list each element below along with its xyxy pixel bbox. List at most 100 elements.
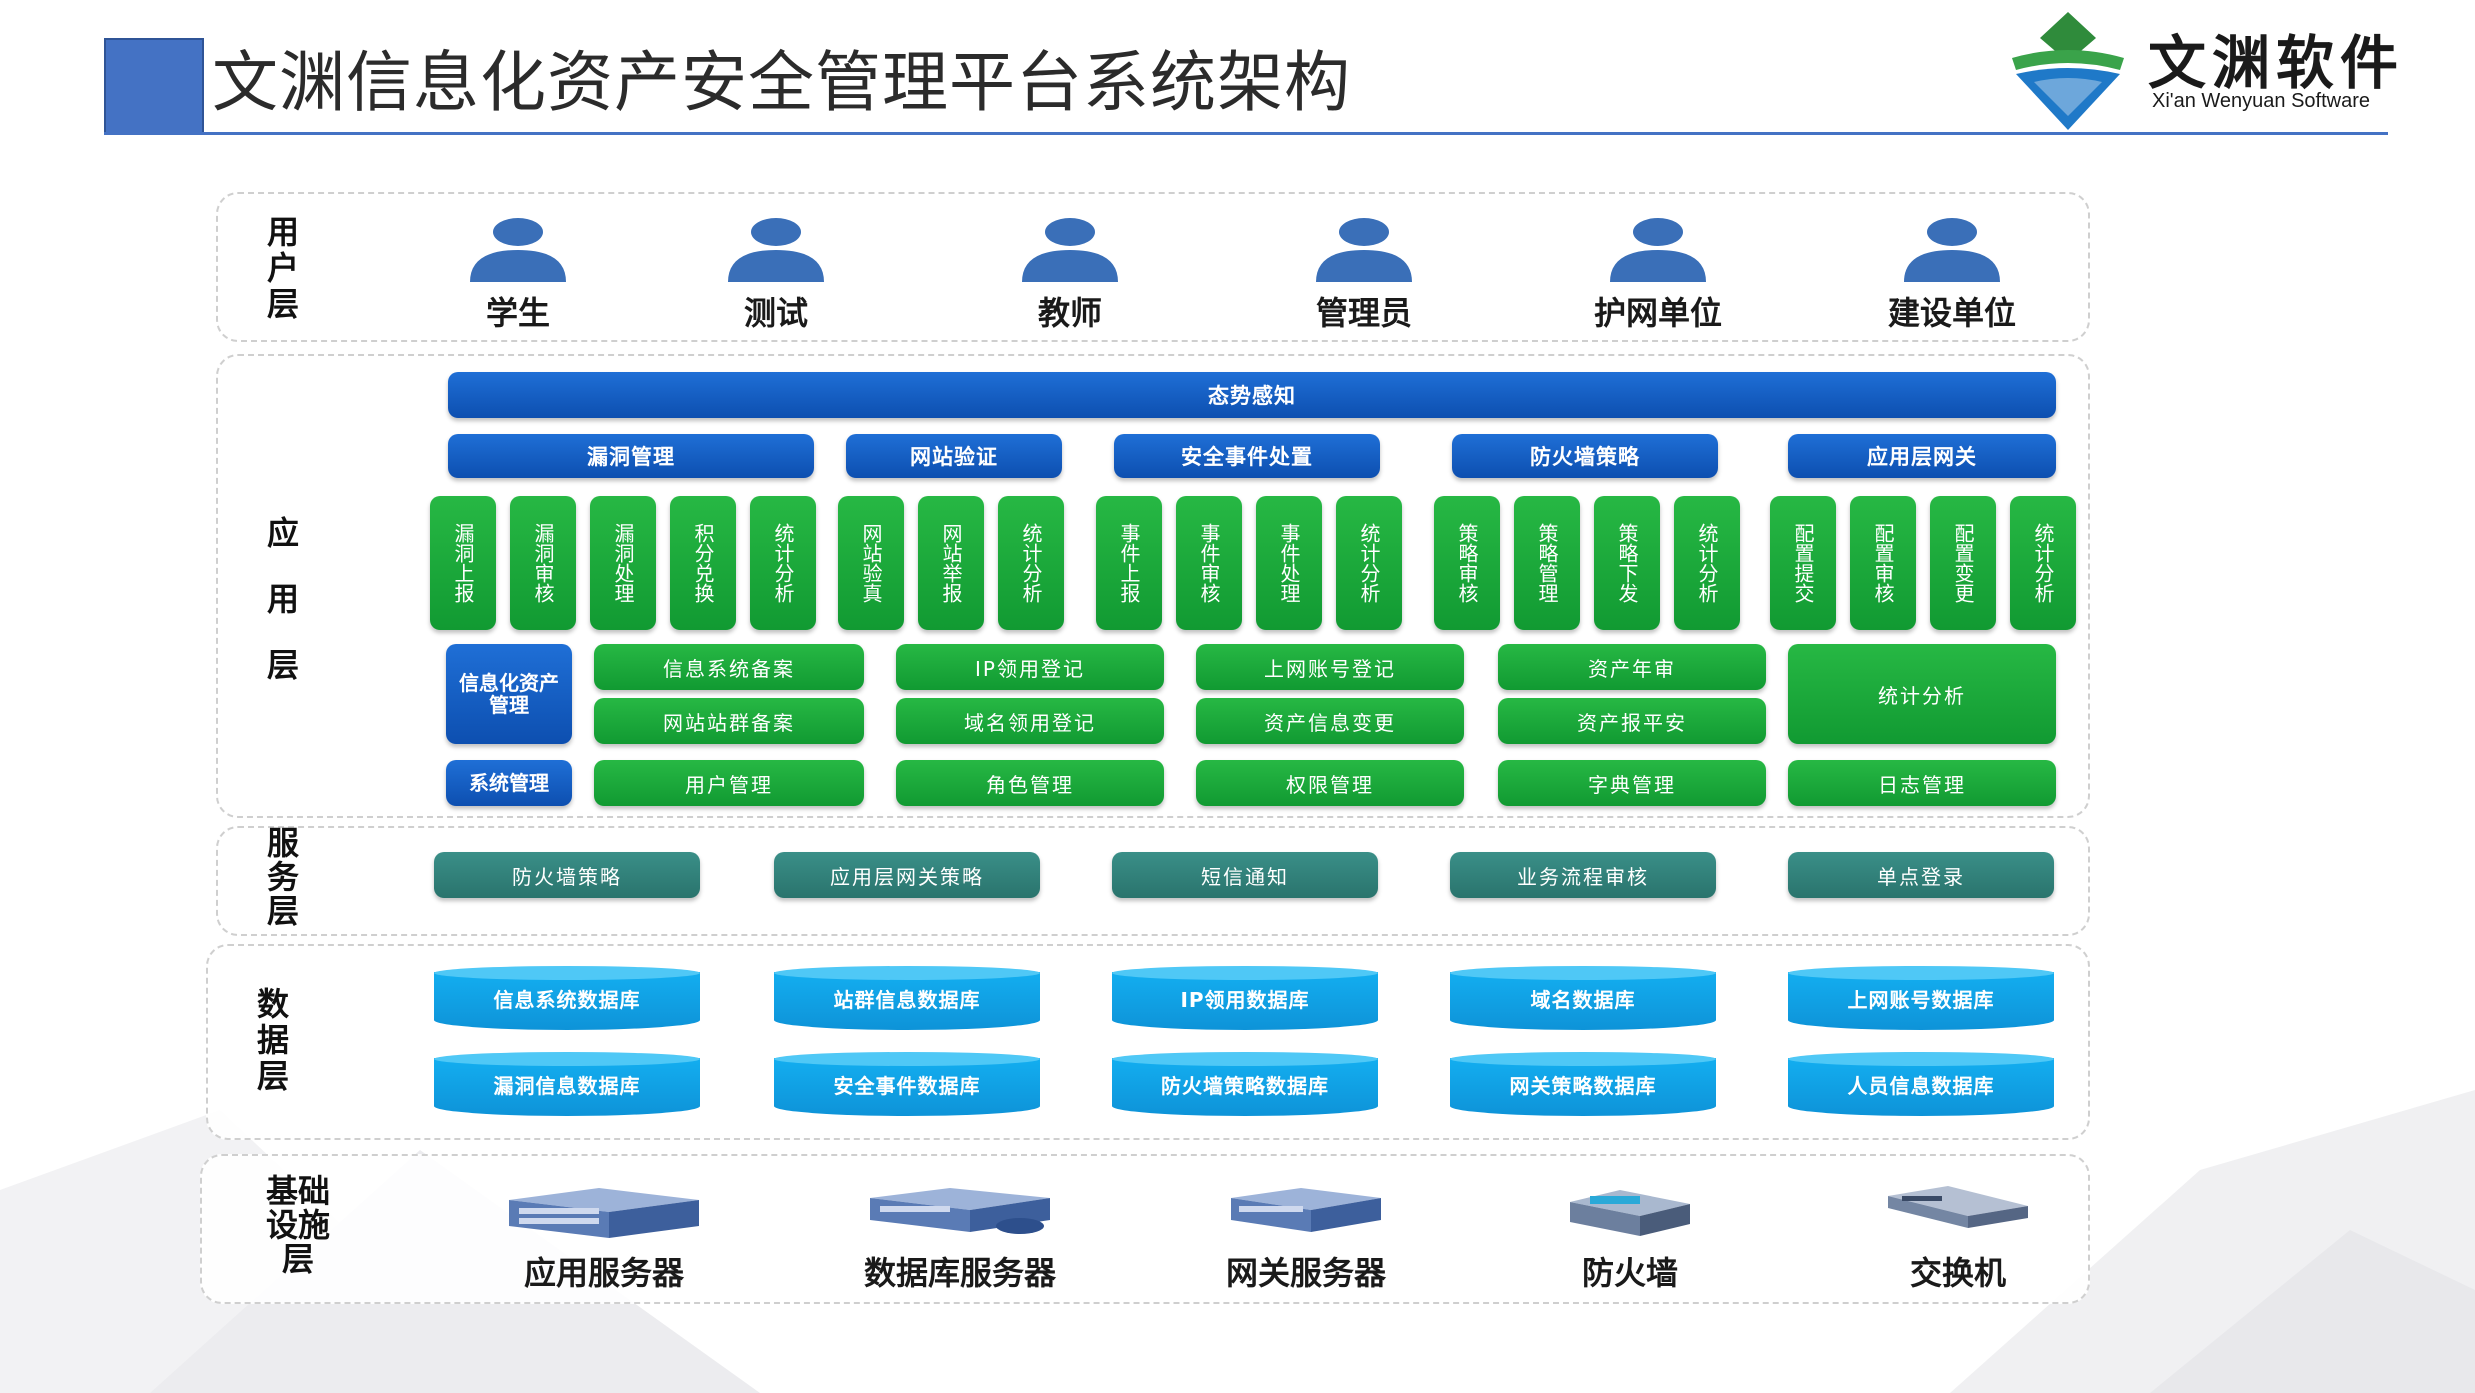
- server-rack-icon: [509, 1188, 699, 1238]
- func-box: 统计分析: [1336, 496, 1402, 630]
- service-item: 业务流程审核: [1450, 852, 1716, 898]
- infra-name: 网关服务器: [1225, 1254, 1386, 1292]
- service-item: 应用层网关策略: [774, 852, 1040, 898]
- service-item: 短信通知: [1112, 852, 1378, 898]
- user-role-student: 学生: [438, 216, 598, 334]
- asset-item: 信息系统备案: [594, 644, 864, 690]
- infra-gateway-server: 网关服务器: [1186, 1182, 1426, 1294]
- database-cylinder: 上网账号数据库: [1788, 966, 2054, 1032]
- network-switch-icon: [1888, 1186, 2028, 1228]
- sys-item: 日志管理: [1788, 760, 2056, 806]
- user-role-name: 护网单位: [1593, 294, 1722, 332]
- user-role-teacher: 教师: [990, 216, 1150, 334]
- person-icon: [1316, 218, 1412, 282]
- func-box: 网站验真: [838, 496, 904, 630]
- person-icon: [1610, 218, 1706, 282]
- asset-item: 上网账号登记: [1196, 644, 1464, 690]
- func-box: 策略审核: [1434, 496, 1500, 630]
- page-title: 文渊信息化资产安全管理平台系统架构: [212, 44, 1351, 121]
- infra-app-server: 应用服务器: [484, 1182, 724, 1294]
- user-role-name: 测试: [743, 294, 808, 332]
- service-item: 防火墙策略: [434, 852, 700, 898]
- infra-layer-label: 基础设施层: [265, 1172, 330, 1278]
- background-decoration: [0, 1090, 2475, 1393]
- user-role-name: 学生: [485, 294, 550, 332]
- infra-db-server: 数据库服务器: [820, 1182, 1100, 1294]
- func-box: 积分兑换: [670, 496, 736, 630]
- asset-item: 资产报平安: [1498, 698, 1766, 744]
- database-cylinder: 站群信息数据库: [774, 966, 1040, 1032]
- database-cylinder: 网关策略数据库: [1450, 1052, 1716, 1118]
- func-box: 策略管理: [1514, 496, 1580, 630]
- func-box: 事件审核: [1176, 496, 1242, 630]
- database-cylinder: 人员信息数据库: [1788, 1052, 2054, 1118]
- database-server-icon: [870, 1188, 1050, 1234]
- infra-switch: 交换机: [1858, 1182, 2058, 1294]
- infra-name: 应用服务器: [523, 1254, 684, 1292]
- database-cylinder: IP领用数据库: [1112, 966, 1378, 1032]
- asset-item: 统计分析: [1788, 644, 2056, 744]
- app-layer-label: 应用层: [266, 514, 299, 684]
- title-accent-block: [104, 38, 204, 134]
- func-box: 网站举报: [918, 496, 984, 630]
- logo-text-cn: 文渊软件: [2148, 29, 2405, 97]
- func-box: 统计分析: [1674, 496, 1740, 630]
- module-firewall: 防火墙策略: [1452, 434, 1718, 478]
- infra-layer-frame: [200, 1154, 2090, 1304]
- service-item: 单点登录: [1788, 852, 2054, 898]
- person-icon: [728, 218, 824, 282]
- user-role-build-unit: 建设单位: [1872, 216, 2032, 334]
- sys-item: 角色管理: [896, 760, 1164, 806]
- database-cylinder: 漏洞信息数据库: [434, 1052, 700, 1118]
- gateway-server-icon: [1231, 1188, 1381, 1232]
- asset-item: 域名领用登记: [896, 698, 1164, 744]
- user-role-tester: 测试: [696, 216, 856, 334]
- infra-firewall: 防火墙: [1530, 1182, 1730, 1294]
- asset-item: 资产信息变更: [1196, 698, 1464, 744]
- func-box: 配置提交: [1770, 496, 1836, 630]
- database-cylinder: 信息系统数据库: [434, 966, 700, 1032]
- user-role-network-unit: 护网单位: [1578, 216, 1738, 334]
- module-app-gateway: 应用层网关: [1788, 434, 2056, 478]
- func-box: 漏洞上报: [430, 496, 496, 630]
- user-role-name: 教师: [1037, 294, 1102, 332]
- asset-item: 资产年审: [1498, 644, 1766, 690]
- firewall-device-icon: [1570, 1190, 1690, 1236]
- infra-name: 交换机: [1909, 1254, 2006, 1292]
- asset-item: 网站站群备案: [594, 698, 864, 744]
- module-site-verify: 网站验证: [846, 434, 1062, 478]
- sys-item: 字典管理: [1498, 760, 1766, 806]
- database-cylinder: 防火墙策略数据库: [1112, 1052, 1378, 1118]
- func-box: 配置审核: [1850, 496, 1916, 630]
- func-box: 事件上报: [1096, 496, 1162, 630]
- module-vuln-mgmt: 漏洞管理: [448, 434, 814, 478]
- person-icon: [1022, 218, 1118, 282]
- asset-mgmt-label: 信息化资产管理: [446, 644, 572, 744]
- sys-item: 用户管理: [594, 760, 864, 806]
- sys-item: 权限管理: [1196, 760, 1464, 806]
- service-layer-label: 服务层: [266, 824, 299, 930]
- company-logo-icon: [2012, 12, 2124, 130]
- func-box: 配置变更: [1930, 496, 1996, 630]
- module-incident: 安全事件处置: [1114, 434, 1380, 478]
- func-box: 统计分析: [2010, 496, 2076, 630]
- func-box: 统计分析: [750, 496, 816, 630]
- person-icon: [1904, 218, 2000, 282]
- infra-name: 防火墙: [1581, 1254, 1678, 1292]
- person-icon: [470, 218, 566, 282]
- sys-mgmt-label: 系统管理: [446, 760, 572, 806]
- user-layer-label: 用户层: [266, 213, 299, 323]
- infra-name: 数据库服务器: [863, 1254, 1056, 1292]
- user-role-name: 建设单位: [1887, 294, 2016, 332]
- func-box: 漏洞审核: [510, 496, 576, 630]
- user-role-name: 管理员: [1315, 294, 1412, 332]
- situation-awareness-bar: 态势感知: [448, 372, 2056, 418]
- func-box: 策略下发: [1594, 496, 1660, 630]
- user-role-admin: 管理员: [1284, 216, 1444, 334]
- func-box: 统计分析: [998, 496, 1064, 630]
- database-cylinder: 域名数据库: [1450, 966, 1716, 1032]
- title-divider: [104, 132, 2388, 135]
- data-layer-label: 数据层: [256, 985, 289, 1095]
- func-box: 事件处理: [1256, 496, 1322, 630]
- asset-item: IP领用登记: [896, 644, 1164, 690]
